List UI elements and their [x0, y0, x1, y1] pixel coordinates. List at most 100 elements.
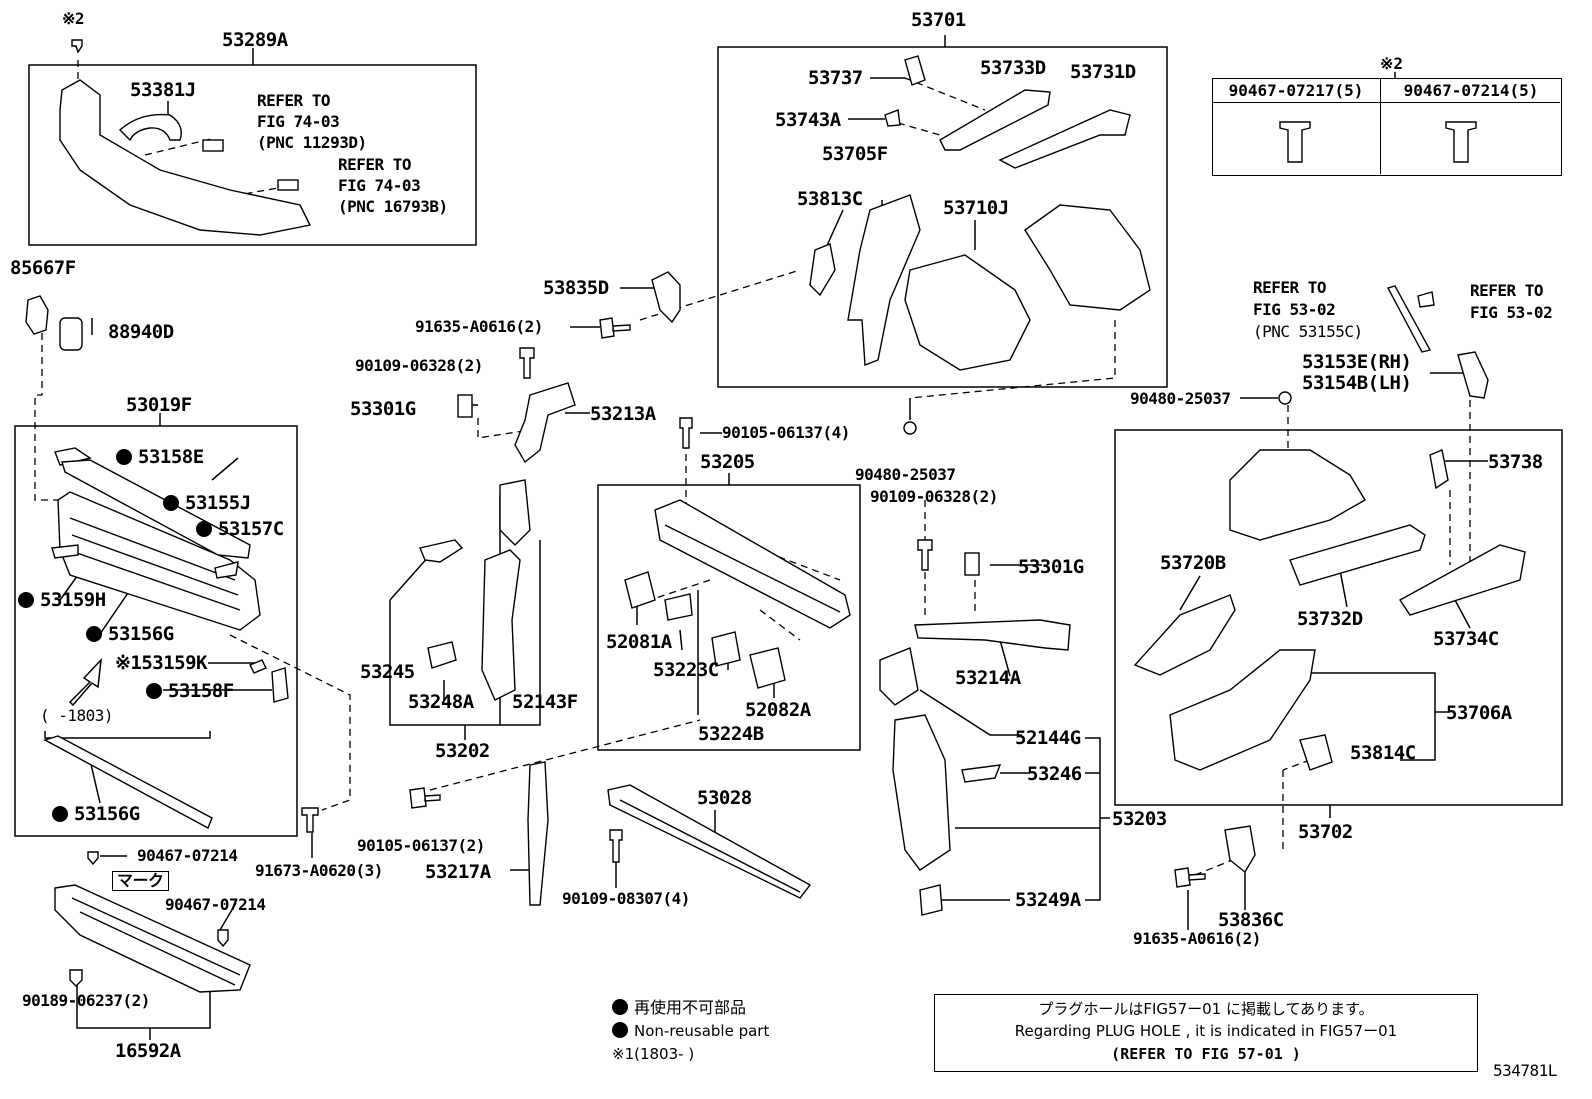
label-53702: 53702 — [1298, 821, 1353, 843]
label-90109-06328-a: 90109-06328(2) — [355, 356, 483, 375]
part-53731D-sketch — [998, 109, 1131, 169]
label-53249A: 53249A — [1015, 889, 1081, 911]
part-52081A-sketch — [624, 571, 656, 609]
grommet-icon — [903, 421, 917, 435]
bolt-icon — [917, 539, 933, 571]
bolt-icon — [519, 347, 535, 379]
part-53381J-sketch — [118, 113, 182, 142]
label-90105-06137-a: 90105-06137(4) — [722, 423, 850, 442]
label-53246: 53246 — [1027, 763, 1082, 785]
ref2-line3: (PNC 16793B) — [338, 197, 448, 216]
part-53706A-sketch — [1169, 649, 1316, 771]
label-53157C: 53157C — [196, 519, 284, 539]
part-53248A-sketch — [427, 641, 457, 669]
part-53702-sketch — [1229, 449, 1366, 541]
label-53158F: 53158F — [146, 681, 234, 701]
label-53223C: 53223C — [653, 659, 719, 681]
part-53301G-sketch — [457, 394, 473, 418]
part-53246-sketch — [961, 764, 1002, 783]
ref1-line2: FIG 74-03 — [257, 112, 340, 131]
label-16592A: 16592A — [115, 1040, 181, 1062]
label-90109-08307: 90109-08307(4) — [562, 889, 690, 908]
frame-53701 — [717, 46, 1168, 388]
label-53155J: 53155J — [163, 493, 251, 513]
label-53720B: 53720B — [1160, 552, 1226, 574]
label-star2: ※2 — [62, 9, 85, 28]
frame-53019F — [14, 425, 298, 837]
nonreusable-bullet-icon — [612, 1022, 628, 1038]
part-53202-sketch — [481, 549, 521, 701]
label-53028: 53028 — [697, 787, 752, 809]
nonreusable-bullet-icon — [18, 592, 34, 608]
part-53156G-sketch — [43, 735, 213, 829]
nonreusable-bullet-icon — [163, 495, 179, 511]
label-53214A: 53214A — [955, 667, 1021, 689]
part-53301G-sketch — [964, 552, 980, 576]
ref3-line1: REFER TO — [1253, 278, 1327, 297]
label-53743A: 53743A — [775, 109, 841, 131]
label-53738: 53738 — [1488, 451, 1543, 473]
label-85667F: 85667F — [10, 257, 76, 279]
label-53154B: 53154B(LH) — [1302, 372, 1412, 394]
ref1-line3: (PNC 11293D) — [257, 133, 367, 152]
label-53737: 53737 — [808, 67, 863, 89]
part-53289A-sketch — [59, 79, 312, 236]
clip-icon — [87, 851, 99, 866]
bolt-icon — [679, 417, 693, 449]
grommet-icon — [1278, 391, 1292, 405]
label-53733D: 53733D — [980, 57, 1046, 79]
label-53835D: 53835D — [543, 277, 609, 299]
part-53217A-sketch — [527, 761, 549, 906]
nonreusable-bullet-icon — [116, 449, 132, 465]
plug-note-line1: プラグホールはFIG57ー01 に掲載してあります。 — [1038, 1000, 1374, 1018]
part-53158F-sketch — [271, 667, 289, 703]
part-53738-sketch — [1429, 449, 1449, 490]
label-53381J: 53381J — [130, 79, 196, 101]
nonreusable-bullet-icon — [86, 626, 102, 642]
clip-90467-07214-icon — [1445, 121, 1477, 163]
clip-table-divider — [1380, 78, 1381, 174]
label-53836C: 53836C — [1218, 909, 1284, 931]
bolt-icon — [409, 787, 441, 809]
screw-icon — [301, 807, 319, 833]
label-90467-07214-a: 90467-07214 — [137, 846, 238, 865]
label-90105-06137-b: 90105-06137(2) — [357, 836, 485, 855]
label-53156G-a: 53156G — [86, 624, 174, 644]
label-53158E: 53158E — [116, 447, 204, 467]
label-52144G: 52144G — [1015, 727, 1081, 749]
part-53732D-sketch — [1289, 524, 1426, 586]
ref4-line1: REFER TO — [1470, 281, 1544, 300]
part-53705F-sketch — [847, 194, 921, 366]
bolt-icon — [599, 317, 631, 339]
label-53203: 53203 — [1112, 808, 1167, 830]
label-53301G-b: 53301G — [1018, 556, 1084, 578]
part-53019F-sketch — [57, 491, 261, 631]
legend-en: Non-reusable part — [612, 1020, 769, 1042]
label-91635-A0616-a: 91635-A0616(2) — [415, 317, 543, 336]
plug-note-line3: (REFER TO FIG 57-01 ) — [1111, 1045, 1301, 1063]
label-53706A: 53706A — [1446, 702, 1512, 724]
part-53710J-sketch — [904, 254, 1031, 371]
legend-note1: ※1(1803- ) — [612, 1045, 695, 1063]
part-53203-sketch — [892, 714, 951, 871]
ref2-line2: FIG 74-03 — [338, 176, 421, 195]
part-53701-sketch — [1024, 204, 1151, 311]
clip-table-col-1: 90467-07217(5) — [1228, 81, 1364, 100]
part-53720B-sketch — [1133, 594, 1236, 676]
clip-table-col-2: 90467-07214(5) — [1403, 81, 1539, 100]
label-91635-A0616-b: 91635-A0616(2) — [1133, 929, 1261, 948]
label-53153E: 53153E(RH) — [1302, 351, 1412, 373]
part-53835D-sketch — [651, 271, 681, 324]
label-53217A: 53217A — [425, 861, 491, 883]
label-53731D: 53731D — [1070, 61, 1136, 83]
part-52144G-sketch — [879, 647, 919, 706]
label-53734C: 53734C — [1433, 628, 1499, 650]
part-53158E-sketch — [54, 447, 92, 466]
part-53223C-sketch — [664, 593, 693, 621]
label-53701: 53701 — [911, 9, 966, 31]
nonreusable-bullet-icon — [52, 806, 68, 822]
ref4-line2: FIG 53-02 — [1470, 303, 1553, 322]
front-arrow — [68, 657, 102, 707]
clip-icon — [69, 969, 83, 987]
